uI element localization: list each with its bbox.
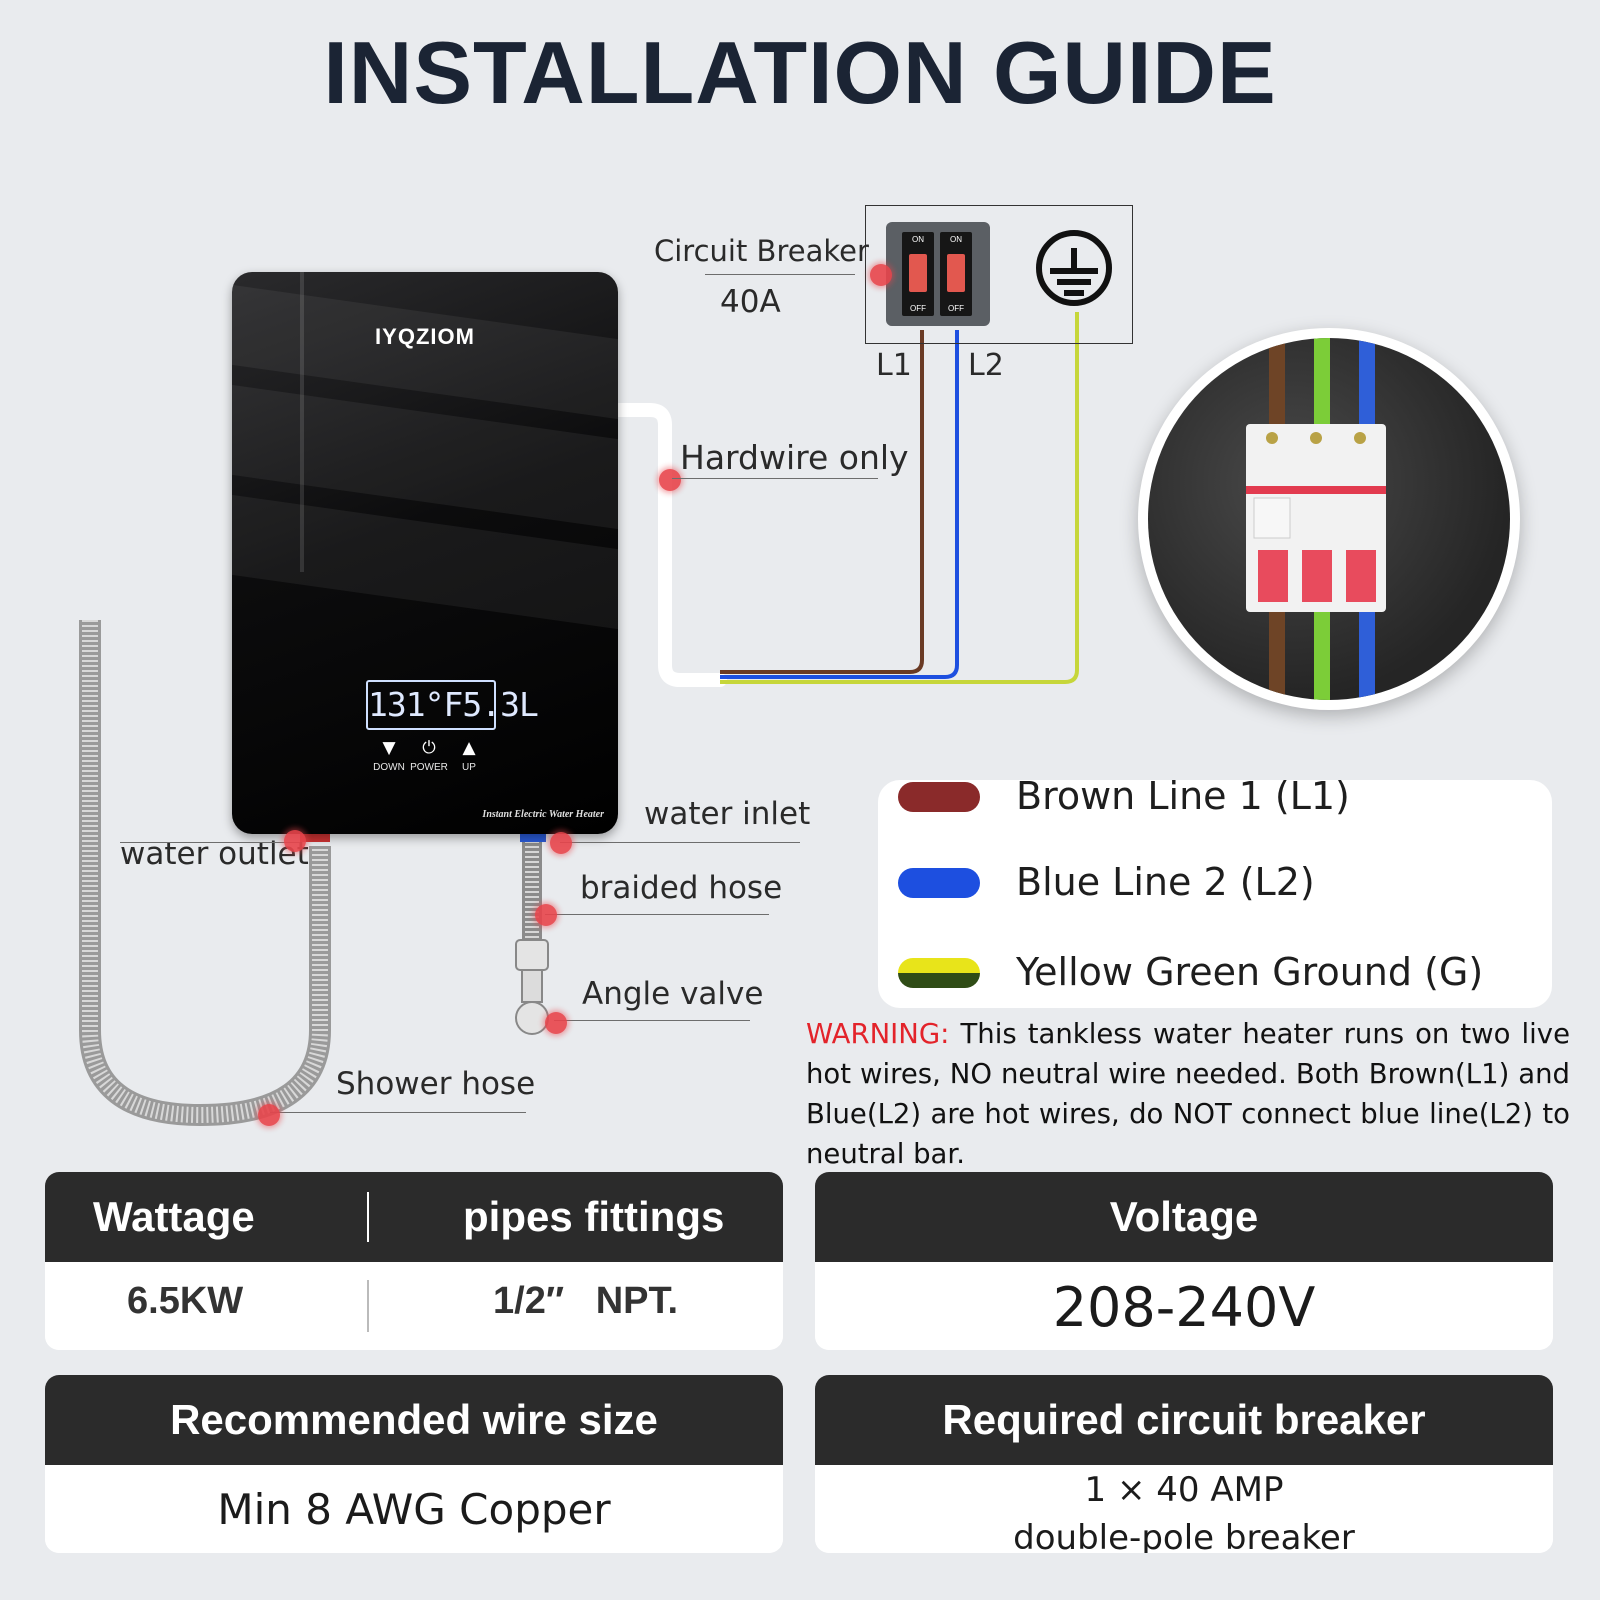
up-button-label: UP [462,762,476,773]
wire-color-legend: Brown Line 1 (L1) Blue Line 2 (L2) Yello… [878,774,1552,1010]
legend-row-ground: Yellow Green Ground (G) [878,950,1552,1010]
brown-swatch [898,782,980,812]
shower-hose-label: Shower hose [336,1066,536,1102]
callout-dot [545,1012,567,1034]
legend-text: Blue Line 2 (L2) [1016,860,1315,904]
body-divider [367,1280,369,1332]
wattage-header: Wattage [93,1193,255,1240]
warning-note: WARNING: This tankless water heater runs… [806,1014,1570,1174]
callout-dot [870,264,892,286]
legend-row-blue: Blue Line 2 (L2) [878,860,1552,920]
ground-wire [720,312,1079,684]
spec-table-voltage: Voltage 208-240V [815,1172,1553,1350]
breaker-switch [947,254,965,292]
breaker-value-line2: double-pole breaker [1013,1518,1355,1553]
blue-swatch [898,868,980,898]
voltage-header: Voltage [815,1172,1553,1262]
down-arrow-icon[interactable]: ▼ [382,738,396,758]
legend-text: Yellow Green Ground (G) [1016,950,1484,994]
pole-off-label: OFF [910,304,926,313]
blue-wire [720,330,959,679]
wattage-value: 6.5KW [127,1280,244,1322]
pole-on-label: ON [950,235,962,244]
up-arrow-icon[interactable]: ▲ [462,738,476,758]
spec-header: Wattage pipes fittings [45,1172,783,1262]
ground-symbol-icon [1036,230,1112,306]
white-cable [611,403,727,687]
wire-size-header: Recommended wire size [45,1375,783,1465]
legend-row-brown: Brown Line 1 (L1) [878,774,1552,834]
spec-body: 1 × 40 AMP double-pole breaker [815,1465,1553,1553]
hardwire-label: Hardwire only [680,438,909,477]
brown-wire [720,330,924,674]
breaker-header: Required circuit breaker [815,1375,1553,1465]
down-button-label: DOWN [373,762,405,773]
spec-body: Min 8 AWG Copper [45,1465,783,1553]
l2-label: L2 [968,348,1004,383]
breaker-value-line1: 1 × 40 AMP [1084,1470,1284,1510]
power-icon[interactable]: ⏻ [422,738,436,758]
breaker-rating: 40A [720,284,781,320]
wire-size-value: Min 8 AWG Copper [217,1485,611,1534]
pipes-value: 1/2″ NPT. [493,1280,679,1322]
water-inlet-label: water inlet [644,796,811,832]
page-title: INSTALLATION GUIDE [323,23,1277,122]
pole-off-label: OFF [948,304,964,313]
l1-label: L1 [876,348,912,383]
angle-valve [515,939,549,971]
power-button-label: POWER [410,762,448,773]
water-heater: IYQZIOM 131°F5.3L ▼ ⏻ ▲ DOWN POWER UP In… [232,272,618,834]
brand-logo: IYQZIOM [375,324,475,349]
voltage-value: 208-240V [1052,1276,1316,1339]
spec-body: 208-240V [815,1262,1553,1350]
callout-dot [284,830,306,852]
model-text: Instant Electric Water Heater [482,809,604,820]
braided-hose-label: braided hose [580,870,783,906]
callout-dot [258,1104,280,1126]
circuit-breaker-label: Circuit Breaker [654,234,869,268]
legend-text: Brown Line 1 (L1) [1016,774,1350,818]
temperature-display: 131°F5.3L [366,680,539,730]
yellow-green-swatch [898,958,980,988]
breaker-switch [909,254,927,292]
callout-dot [535,904,557,926]
warning-text: This tankless water heater runs on two l… [806,1018,1571,1170]
callout-dot [659,469,681,491]
breaker-box [865,205,1133,344]
circuit-breaker: ON OFF ON OFF [886,222,990,326]
spec-table-wattage-pipes: Wattage pipes fittings 6.5KW 1/2″ NPT. [45,1172,783,1350]
pole-on-label: ON [912,235,924,244]
pipes-header: pipes fittings [463,1193,725,1240]
spec-body: 6.5KW 1/2″ NPT. [45,1262,783,1350]
spec-table-wire-size: Recommended wire size Min 8 AWG Copper [45,1375,783,1553]
angle-valve-label: Angle valve [582,976,764,1012]
spec-table-breaker: Required circuit breaker 1 × 40 AMP doub… [815,1375,1553,1553]
warning-label: WARNING: [806,1018,950,1050]
header-divider [367,1192,369,1242]
breaker-photo [1138,328,1520,710]
callout-dot [550,832,572,854]
